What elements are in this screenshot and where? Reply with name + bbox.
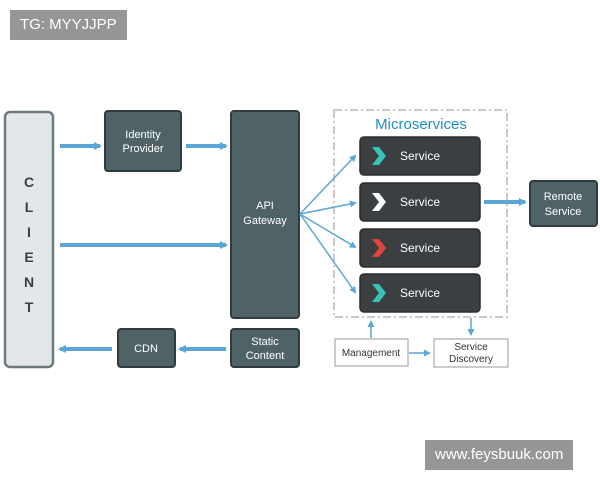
service-label-4: Service: [400, 286, 440, 300]
arrow-gateway-to-service-3: [299, 213, 357, 249]
remote-service-line1: Remote: [544, 191, 583, 203]
client-letter-3: E: [24, 249, 33, 265]
service-label-1: Service: [400, 149, 440, 163]
watermark-bottom-right: www.feysbuuk.com: [425, 440, 574, 470]
service-discovery-box: Service Discovery: [433, 338, 509, 368]
identity-provider-box: Identity Provider: [104, 110, 182, 172]
microservices-title: Microservices: [375, 116, 467, 133]
api-gateway-line1: API: [256, 200, 274, 212]
static-content-box: Static Content: [230, 328, 300, 368]
identity-provider-line2: Provider: [123, 143, 164, 155]
chevron-teal-icon: [372, 284, 386, 302]
chevron-red-icon: [372, 239, 386, 257]
microservices-dashed-border: [333, 109, 508, 318]
service-discovery-line1: Service: [454, 342, 488, 353]
client-letter-2: I: [27, 224, 31, 240]
remote-service-box: Remote Service: [529, 180, 598, 227]
remote-service-line2: Service: [545, 206, 582, 218]
connector-arrows: [58, 142, 527, 357]
management-box: Management: [334, 338, 409, 367]
api-gateway-line2: Gateway: [243, 215, 287, 227]
arrow-gateway-to-service-2: [299, 200, 357, 215]
management-label: Management: [342, 348, 401, 359]
static-content-line1: Static: [251, 336, 279, 348]
arrow-gateway-to-service-1: [299, 154, 357, 215]
static-content-line2: Content: [246, 350, 285, 362]
chevron-teal-icon: [372, 147, 386, 165]
service-box-4: Service: [359, 273, 481, 313]
cdn-label: CDN: [134, 343, 158, 355]
client-letter-0: C: [24, 174, 34, 190]
service-label-2: Service: [400, 195, 440, 209]
watermark-top-left: TG: MYYJJPP: [10, 10, 127, 40]
service-box-1: Service: [359, 136, 481, 176]
client-box: C L I E N T: [3, 110, 55, 369]
client-letter-1: L: [25, 199, 34, 215]
service-label-3: Service: [400, 241, 440, 255]
identity-provider-line1: Identity: [125, 129, 161, 141]
api-gateway-box: API Gateway: [230, 110, 300, 319]
client-letter-4: N: [24, 274, 34, 290]
microservices-group: Microservices Service Service Service: [333, 109, 508, 318]
service-discovery-line2: Discovery: [449, 354, 493, 365]
arrow-gateway-to-service-4: [299, 213, 357, 294]
cdn-box: CDN: [117, 328, 176, 368]
service-box-3: Service: [359, 228, 481, 268]
service-box-2: Service: [359, 182, 481, 222]
client-letter-5: T: [25, 299, 34, 315]
chevron-white-icon: [372, 193, 386, 211]
